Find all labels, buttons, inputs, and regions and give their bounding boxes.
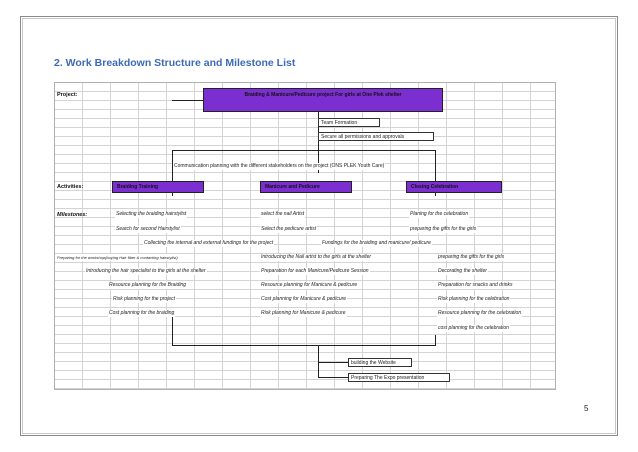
connector-line: [318, 112, 319, 173]
connector-line: [172, 150, 173, 196]
braiding-milestone: Preparing for the workshop(buying Hair f…: [56, 254, 179, 261]
activity-manicure-pedicure: Manicure and Pedicure: [260, 181, 352, 193]
website-box: building the Website: [348, 358, 412, 367]
closing-milestone: preparing the gifts for the girls: [437, 254, 506, 261]
communication-planning-text: Communication planning with the differen…: [173, 163, 386, 170]
braiding-milestone: Selecting the braiding hairstylist: [115, 211, 188, 218]
permissions-box: Secure all permissions and approvals: [318, 132, 434, 141]
braiding-milestone: Introducing the hair specialist to the g…: [85, 268, 207, 275]
milestones-label: Milestones:: [57, 212, 88, 218]
spreadsheet-grid: [54, 82, 556, 390]
activity-braiding-training: Braiding Training: [112, 181, 204, 193]
connector-line: [318, 345, 319, 378]
manicure-milestone: Cost planning for Manicure & pedicure: [260, 296, 348, 303]
activities-label: Activities:: [57, 184, 84, 190]
connector-line: [172, 345, 436, 346]
closing-milestone: Decorating the shelter: [437, 268, 488, 275]
closing-milestone: Preparation for snacks and drinks: [437, 282, 514, 289]
connector-line: [172, 150, 436, 151]
closing-milestone: preparing the gifts for the girls: [409, 226, 478, 233]
manicure-milestone: Preparation for each Manicure/Pedicure S…: [260, 268, 370, 275]
project-label: Project:: [57, 92, 78, 98]
page-border-inner: [22, 18, 616, 434]
connector-line: [172, 100, 230, 101]
braiding-milestone: Risk planning for the project: [112, 296, 176, 303]
closing-milestone: Resource planning for the celebration: [437, 310, 523, 317]
manicure-milestone: Resource planning for Manicure & pedicur…: [260, 282, 359, 289]
connector-line: [435, 150, 436, 196]
manicure-milestone: Introducing the Nail artist to the girls…: [260, 254, 373, 261]
connector-line: [318, 362, 348, 363]
activity-closing-celebration: Closing Celebration: [406, 181, 502, 193]
manicure-milestone: select the nail Artist: [260, 211, 306, 218]
connector-line: [435, 335, 436, 345]
closing-milestone: Risk planning for the celebration: [437, 296, 511, 303]
manicure-milestone: Select the pedicure artist: [260, 226, 318, 233]
braiding-milestone: Resource planning for the Braiding: [108, 282, 187, 289]
expo-presentation-box: Preparing The Expo presentation: [348, 373, 450, 382]
page-number: 5: [584, 404, 589, 413]
connector-line: [318, 377, 348, 378]
braiding-milestone: Collecting the internal and external fun…: [143, 240, 275, 247]
manicure-milestone: Risk planning for Manicure & pedicure: [260, 310, 347, 317]
team-formation-box: Team Formation: [318, 118, 380, 127]
braiding-milestone: Search for second Hairstylist: [115, 226, 181, 233]
connector-line: [172, 310, 173, 345]
project-box: Braiding & Manicure/Pedicure project For…: [203, 88, 443, 112]
section-title: 2. Work Breakdown Structure and Mileston…: [54, 57, 296, 69]
closing-milestone: Planing for the celebration: [409, 211, 470, 218]
page-border-outer: [20, 16, 618, 436]
braiding-milestone: Cost planning for the braiding: [108, 310, 176, 317]
closing-milestone: cost planning for the celebration: [437, 325, 510, 332]
manicure-milestone: Fundings for the braiding and manicure/ …: [321, 240, 432, 247]
